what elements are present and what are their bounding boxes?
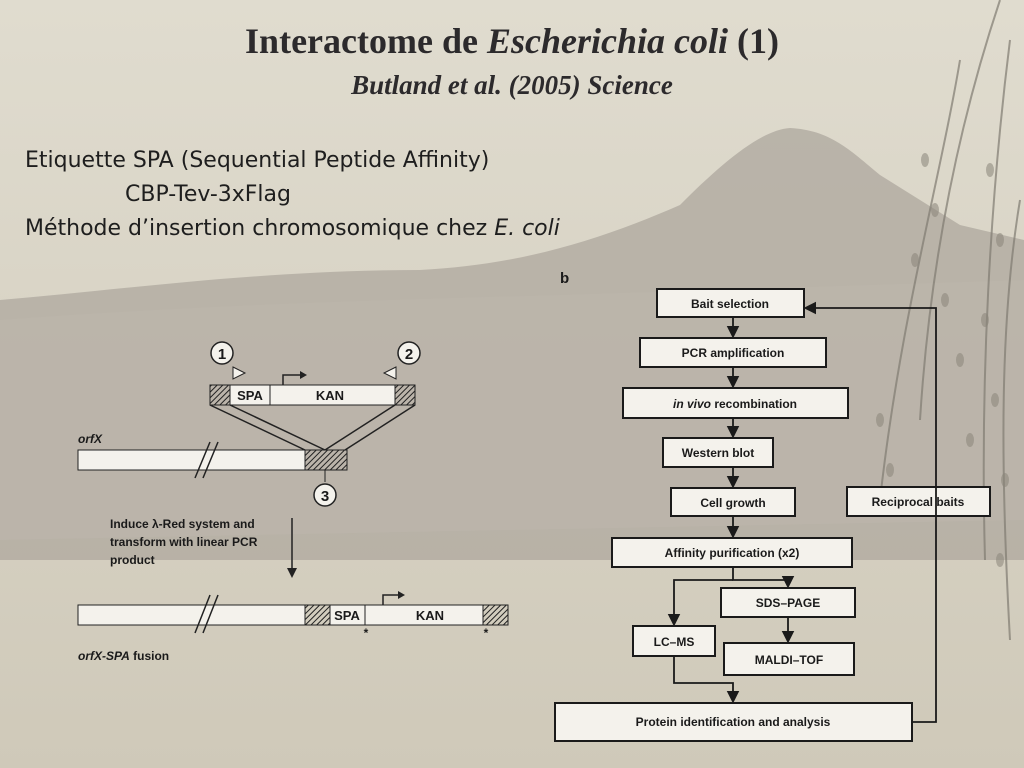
recombination-text: recombination: [711, 397, 797, 411]
spa2-label: SPA: [334, 608, 360, 623]
body-line-3: Méthode d’insertion chromosomique chez E…: [25, 216, 560, 241]
star-right: *: [484, 626, 489, 640]
branch-decoration: [879, 0, 1021, 641]
primer-2-marker: 2: [382, 341, 421, 380]
primer-2-label: 2: [405, 346, 413, 363]
fusion-gene-label: orfX-SPA: [78, 649, 130, 663]
cell-growth-label: Cell growth: [700, 496, 765, 510]
slide-title: Interactome de Escherichia coli (1): [0, 20, 1024, 62]
body-line-3-species: E. coli: [494, 216, 560, 241]
slide-subtitle: Butland et al. (2005) Science: [351, 70, 673, 100]
primer-1-marker: 1: [210, 341, 247, 380]
workflow-arrows: [667, 301, 937, 723]
induce-text-line-2: transform with linear PCR: [110, 535, 258, 549]
fusion-suffix-label: fusion: [130, 649, 169, 663]
panel-b-workflow-diagram: b Bait selection PCR amplification in vi…: [554, 270, 991, 742]
affinity-purification-label: Affinity purification (x2): [665, 546, 800, 560]
fusion-label: orfX-SPA fusion: [78, 649, 169, 663]
chromosome-orfx: [77, 441, 348, 479]
fusion-construct: SPA KAN * *: [77, 591, 509, 640]
maldi-tof-label: MALDI–TOF: [755, 653, 823, 667]
star-left: *: [364, 626, 369, 640]
western-blot-label: Western blot: [682, 446, 754, 460]
panel-b-label: b: [560, 270, 569, 287]
spa-label: SPA: [237, 388, 263, 403]
panel-a-insertion-diagram: 1 2 SPA KAN orfX: [77, 341, 509, 663]
step-western-blot: [662, 437, 774, 468]
title-main: Interactome de: [245, 21, 487, 61]
crossover-lines: [209, 404, 416, 451]
bait-selection-label: Bait selection: [691, 297, 769, 311]
induce-text-line-1: Induce λ-Red system and: [110, 517, 255, 531]
lc-ms-label: LC–MS: [654, 635, 695, 649]
body-line-2: CBP-Tev-3xFlag: [125, 182, 291, 207]
in-vivo-italic: in vivo: [673, 397, 711, 411]
kan-label: KAN: [316, 388, 344, 403]
step-pcr-amplification: [639, 337, 827, 368]
protein-identification-label: Protein identification and analysis: [636, 715, 831, 729]
step-reciprocal-baits: [846, 486, 991, 517]
site-3-label: 3: [321, 488, 329, 505]
gene-label: orfX: [78, 432, 103, 446]
sds-page-label: SDS–PAGE: [756, 596, 820, 610]
induce-text-line-3: product: [110, 553, 155, 567]
reciprocal-baits-label: Reciprocal baits: [872, 495, 965, 509]
pcr-product-cassette: SPA KAN: [209, 371, 416, 406]
site-3-marker: 3: [313, 470, 337, 507]
title-number: (1): [727, 21, 779, 61]
step-affinity-purification: [611, 537, 853, 568]
kan2-label: KAN: [416, 608, 444, 623]
in-vivo-recombination-label: in vivo recombination: [673, 397, 797, 411]
down-arrow: [287, 518, 297, 578]
body-line-1: Etiquette SPA (Sequential Peptide Affini…: [25, 148, 490, 173]
pcr-amplification-label: PCR amplification: [682, 346, 785, 360]
title-species: Escherichia coli: [486, 21, 728, 61]
body-line-3-main: Méthode d’insertion chromosomique chez: [25, 216, 495, 241]
primer-1-label: 1: [218, 346, 226, 363]
